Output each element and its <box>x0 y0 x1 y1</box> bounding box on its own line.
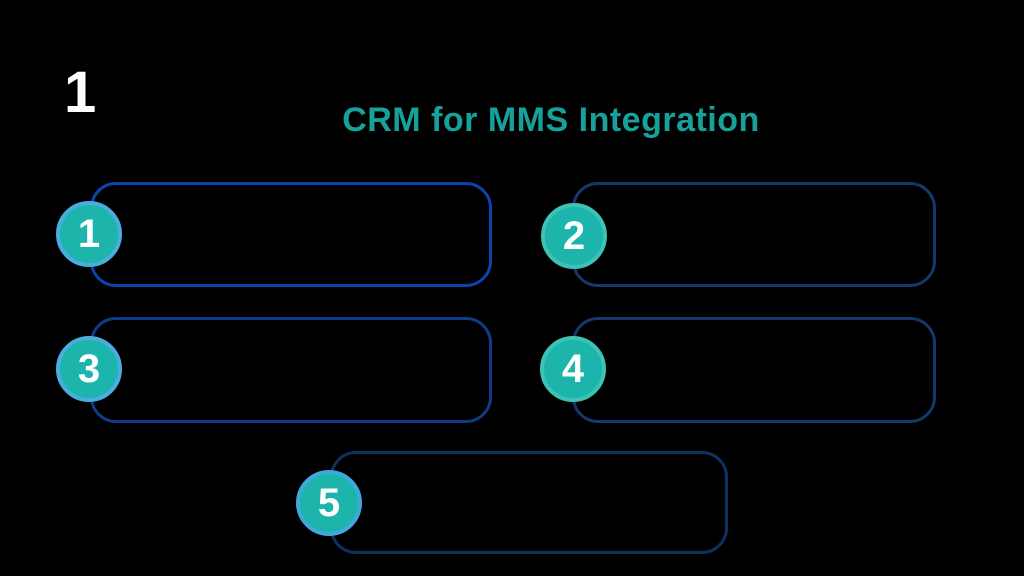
step-box-3 <box>90 317 492 423</box>
step-box-5 <box>330 451 728 554</box>
diagram-title: CRM for MMS Integration <box>342 101 760 139</box>
step-box-2 <box>572 182 936 287</box>
step-box-1 <box>90 182 492 287</box>
step-number-badge-4: 4 <box>540 336 606 402</box>
step-number-badge-5: 5 <box>296 470 362 536</box>
step-number-badge-3: 3 <box>56 336 122 402</box>
step-box-4 <box>572 317 936 423</box>
slide-number: 1 <box>64 60 97 125</box>
step-number-badge-1: 1 <box>56 201 122 267</box>
step-number-badge-2: 2 <box>541 203 607 269</box>
